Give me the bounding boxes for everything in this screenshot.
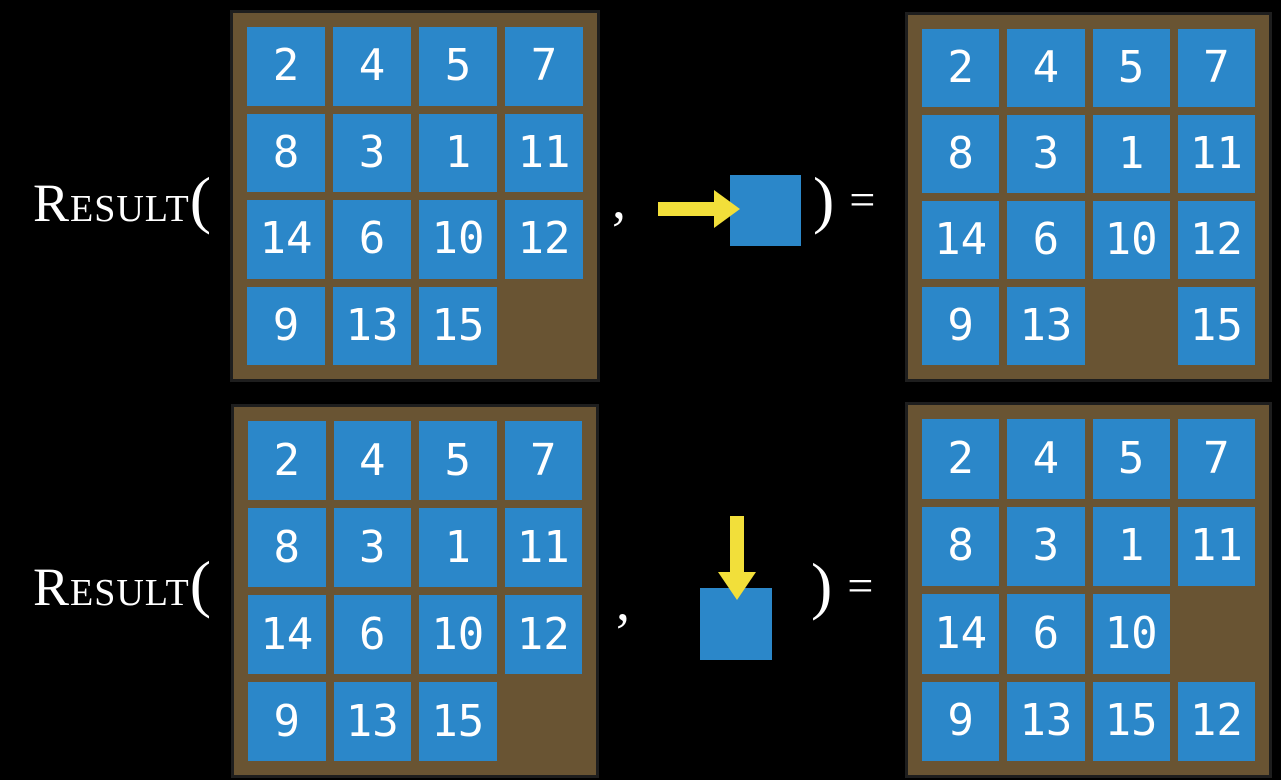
puzzle-tile: 9	[922, 681, 1000, 761]
comma: ,	[616, 571, 630, 633]
puzzle-tile: 10	[419, 595, 497, 674]
puzzle-tile: 11	[1177, 506, 1255, 586]
puzzle-tile: 3	[333, 113, 411, 192]
puzzle-tile: 3	[1007, 115, 1085, 193]
puzzle-tile: 3	[333, 508, 411, 587]
puzzle-tile: 15	[1092, 681, 1170, 761]
puzzle-tile: 13	[1007, 681, 1085, 761]
puzzle-tile: 7	[505, 27, 583, 106]
puzzle-tile: 10	[1092, 201, 1170, 279]
equals-sign: =	[849, 174, 876, 225]
right-arrow-icon	[658, 190, 740, 228]
comma-separator: ,	[616, 552, 630, 652]
down-arrow-icon	[718, 516, 756, 600]
empty-cell	[1178, 594, 1255, 674]
puzzle-tile: 9	[248, 682, 326, 761]
puzzle-tile: 6	[333, 595, 411, 674]
moving-tile	[730, 175, 801, 246]
puzzle-tile: 15	[1177, 287, 1255, 365]
result-function-label: Result(	[33, 150, 211, 250]
puzzle-tile: 8	[247, 113, 325, 192]
puzzle-tile: 4	[1007, 419, 1085, 499]
close-paren-equals: )=	[811, 536, 873, 636]
puzzle-tile: 12	[504, 595, 582, 674]
puzzle-tile: 7	[504, 421, 582, 500]
puzzle-tile: 12	[505, 200, 583, 279]
empty-cell	[505, 682, 583, 761]
puzzle-tile: 4	[333, 421, 411, 500]
puzzle-tile: 1	[1092, 115, 1170, 193]
puzzle-tile: 15	[419, 682, 497, 761]
puzzle-tile: 7	[1177, 419, 1255, 499]
puzzle-tile: 13	[333, 286, 411, 365]
puzzle-tile: 1	[1092, 506, 1170, 586]
puzzle-tile: 6	[1007, 201, 1085, 279]
open-paren: (	[189, 164, 212, 235]
puzzle-tile: 3	[1007, 506, 1085, 586]
puzzle-tile: 12	[1177, 201, 1255, 279]
puzzle-tile: 11	[505, 113, 583, 192]
puzzle-tile: 9	[922, 287, 1000, 365]
puzzle-tile: 2	[247, 27, 325, 106]
puzzle-tile: 5	[1092, 419, 1170, 499]
empty-cell	[505, 287, 583, 366]
puzzle-tile: 11	[504, 508, 582, 587]
open-paren: (	[189, 548, 212, 619]
puzzle-tile: 10	[1092, 594, 1170, 674]
puzzle-tile: 6	[1007, 594, 1085, 674]
puzzle-tile: 5	[419, 27, 497, 106]
puzzle-tile: 2	[248, 421, 326, 500]
puzzle-tile: 8	[922, 115, 1000, 193]
puzzle-tile: 4	[333, 27, 411, 106]
close-paren-equals: )=	[813, 150, 875, 250]
function-name: Result	[33, 173, 190, 233]
puzzle-tile: 8	[922, 506, 1000, 586]
close-paren: )	[811, 550, 833, 621]
puzzle-tile: 7	[1177, 29, 1255, 107]
puzzle-tile: 2	[922, 29, 1000, 107]
puzzle-tile: 13	[1007, 287, 1085, 365]
puzzle-tile: 15	[419, 286, 497, 365]
puzzle-tile: 8	[248, 508, 326, 587]
result-function-label: Result(	[33, 534, 211, 634]
close-paren: )	[813, 164, 835, 235]
puzzle-tile: 14	[922, 201, 1000, 279]
puzzle-tile: 10	[419, 200, 497, 279]
moving-tile	[700, 588, 772, 660]
puzzle-tile: 4	[1007, 29, 1085, 107]
puzzle-tile: 11	[1177, 115, 1255, 193]
puzzle-tile: 1	[419, 113, 497, 192]
puzzle-tile: 5	[419, 421, 497, 500]
puzzle-tile: 14	[247, 200, 325, 279]
puzzle-tile: 13	[333, 682, 411, 761]
empty-cell	[1093, 287, 1170, 365]
puzzle-tile: 14	[922, 594, 1000, 674]
equals-sign: =	[847, 560, 874, 611]
function-name: Result	[33, 557, 190, 617]
comma-separator: ,	[612, 150, 626, 250]
puzzle-tile: 6	[333, 200, 411, 279]
puzzle-tile: 2	[922, 419, 1000, 499]
puzzle-tile: 5	[1092, 29, 1170, 107]
puzzle-tile: 12	[1177, 681, 1255, 761]
comma: ,	[612, 169, 626, 231]
puzzle-tile: 1	[419, 508, 497, 587]
puzzle-tile: 14	[248, 595, 326, 674]
puzzle-tile: 9	[247, 286, 325, 365]
